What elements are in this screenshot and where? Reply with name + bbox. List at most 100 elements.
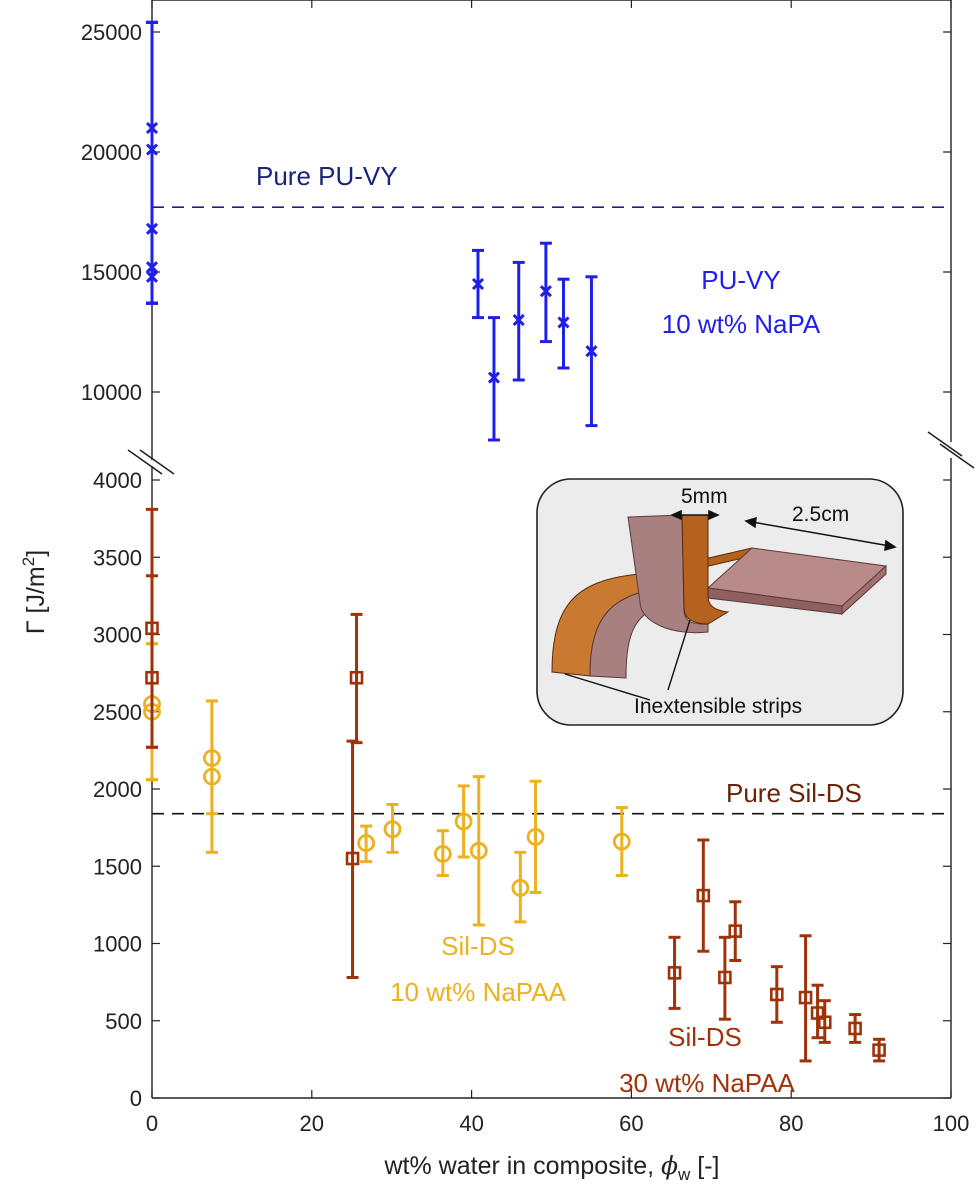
marker-square (696, 888, 711, 903)
marker-circle (612, 832, 631, 851)
data-point (454, 784, 473, 859)
label-pu-vy-line1: PU-VY (701, 265, 780, 295)
marker-circle (433, 844, 452, 863)
y-axis-superscript: 2 (19, 557, 38, 566)
inset-length-arrow (744, 516, 897, 552)
marker-circle (511, 878, 530, 897)
ref-label-sil-ds: Pure Sil-DS (726, 778, 862, 808)
data-point (872, 1037, 886, 1063)
marker-square (848, 1021, 862, 1036)
y-axis-label-text: Γ [J/m (22, 566, 50, 634)
marker-x (539, 285, 552, 298)
label-sil-ds-10-line1: Sil-DS (441, 931, 515, 961)
axis-break-left (127, 449, 175, 475)
inset-label-width: 5mm (681, 485, 728, 508)
marker-circle (454, 812, 473, 831)
data-point (770, 965, 784, 1024)
data-point (469, 775, 488, 927)
marker-square (728, 924, 743, 938)
data-point (817, 999, 832, 1044)
marker-x (487, 371, 501, 384)
marker-circle (357, 834, 376, 852)
marker-circle (526, 827, 545, 846)
marker-x (585, 345, 598, 358)
inset-peel-strip (681, 514, 730, 625)
marker-x (471, 277, 485, 291)
data-point (471, 248, 485, 320)
data-point (848, 1013, 862, 1044)
y-tick-label-lower: 0 (130, 1086, 142, 1111)
x-tick-label: 60 (619, 1111, 643, 1136)
marker-square (770, 987, 784, 1002)
marker-square (810, 1006, 825, 1020)
label-pu-vy-line2: 10 wt% NaPA (662, 309, 821, 339)
x-tick-label: 20 (300, 1111, 324, 1136)
inset-pointer-lines (564, 619, 691, 701)
data-point (145, 20, 159, 305)
data-point (798, 934, 813, 1063)
inset-frame (536, 478, 904, 726)
data-point (612, 806, 631, 878)
marker-x (145, 270, 159, 283)
data-point (512, 260, 525, 382)
y-tick-label-lower: 2000 (93, 777, 142, 802)
label-sil-ds-10-line2: 10 wt% NaPAA (390, 977, 566, 1007)
data-point (667, 935, 682, 1010)
data-point (810, 983, 825, 1040)
marker-x (512, 313, 525, 327)
inset-plate-side (841, 564, 887, 616)
y-axis-label: Γ [J/m2] (19, 550, 50, 634)
inset-label-strips: Inextensible strips (634, 695, 802, 718)
data-point (383, 802, 402, 854)
data-point (357, 824, 376, 864)
ref-label-pu-vy: Pure PU-VY (256, 161, 398, 191)
y-tick-label-upper: 20000 (81, 140, 142, 165)
marker-square (145, 670, 159, 685)
reference-lines (152, 206, 951, 815)
x-axis-label-tail: [-] (690, 1152, 719, 1180)
marker-square (817, 1015, 832, 1030)
y-tick-label-lower: 3000 (93, 623, 142, 648)
x-tick-label: 100 (933, 1111, 970, 1136)
y-axis-label-tail: ] (22, 550, 50, 557)
data-point (203, 699, 221, 854)
y-tick-label-lower: 1500 (93, 854, 142, 879)
data-series (143, 20, 886, 1063)
y-tick-label-upper: 25000 (81, 20, 142, 45)
label-sil-ds-30-line1: Sil-DS (668, 1022, 742, 1052)
inset-label-length: 2.5cm (792, 503, 849, 526)
data-point (526, 779, 545, 895)
y-tick-label-lower: 4000 (93, 468, 142, 493)
marker-x (557, 316, 570, 329)
label-sil-ds-30: Sil-DS 30 wt% NaPAA (619, 1022, 795, 1098)
label-sil-ds-30-line2: 30 wt% NaPAA (619, 1068, 795, 1098)
x-tick-label: 0 (146, 1111, 158, 1136)
marker-square (872, 1043, 886, 1057)
x-axis-symbol: ϕ (661, 1151, 678, 1180)
marker-square (667, 966, 682, 980)
marker-circle (469, 841, 488, 860)
y-tick-label-lower: 2500 (93, 700, 142, 725)
inset-width-arrow (670, 509, 720, 521)
data-point (557, 277, 570, 370)
data-point (487, 316, 501, 442)
x-tick-label: 40 (459, 1111, 483, 1136)
data-point (349, 612, 364, 745)
data-point (585, 275, 598, 428)
marker-square (718, 970, 732, 985)
marker-square (349, 670, 364, 685)
data-point (728, 900, 743, 962)
marker-square (345, 851, 360, 866)
inset-illustration: 5mm 2.5cm Inextensible strips (536, 478, 904, 726)
y-tick-label-lower: 500 (105, 1009, 142, 1034)
y-tick-label-lower: 3500 (93, 545, 142, 570)
data-point (539, 241, 552, 344)
label-pu-vy-napa: PU-VY 10 wt% NaPA (662, 265, 821, 339)
x-axis-label-text: wt% water in composite, (384, 1152, 662, 1180)
data-point (718, 935, 732, 1021)
data-point (511, 850, 530, 924)
label-sil-ds-10: Sil-DS 10 wt% NaPAA (390, 931, 566, 1007)
x-axis-subscript: w (677, 1165, 691, 1184)
data-point (345, 739, 360, 979)
